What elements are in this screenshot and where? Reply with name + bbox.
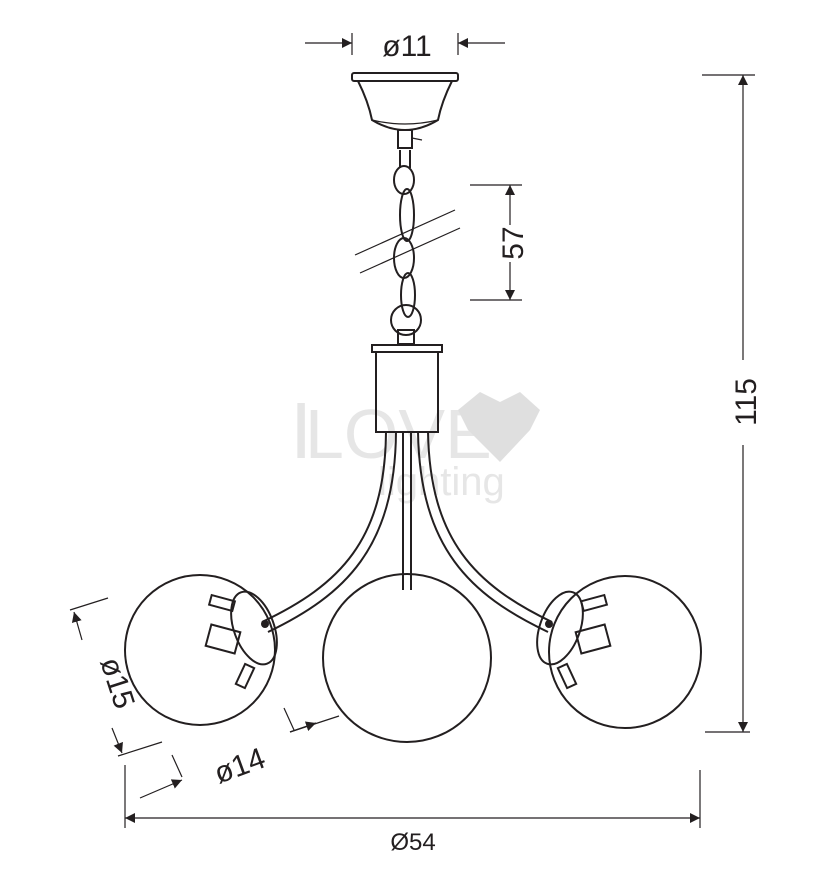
lamp-arms <box>261 431 553 633</box>
left-holder <box>204 590 278 690</box>
lamp-body <box>371 344 443 433</box>
dimension-chain: 57 <box>470 184 530 301</box>
chain <box>390 150 422 345</box>
dimension-center-globe: ø14 <box>139 707 340 799</box>
canopy-diameter-label: ø11 <box>382 30 431 63</box>
right-globe <box>548 575 702 729</box>
overall-diameter-label: Ø54 <box>390 829 435 856</box>
break-line <box>359 227 461 274</box>
chain-length-label: 57 <box>497 226 530 259</box>
dimension-canopy: ø11 <box>305 30 505 63</box>
left-globe <box>124 574 276 726</box>
dimension-height: 115 <box>702 74 763 733</box>
dimension-overall-diameter: Ø54 <box>124 765 701 856</box>
total-height-label: 115 <box>730 378 763 426</box>
svg-text:I: I <box>290 386 312 475</box>
canopy <box>351 72 459 149</box>
side-globe-diameter-label: ø15 <box>93 653 140 712</box>
svg-text:lighting: lighting <box>378 460 505 504</box>
break-line <box>354 209 456 256</box>
right-holder <box>536 590 612 690</box>
dimension-side-globe: ø15 <box>69 597 163 757</box>
center-globe <box>322 573 492 743</box>
watermark-logo: I LOVE lighting <box>290 386 540 504</box>
center-globe-diameter-label: ø14 <box>210 742 270 791</box>
